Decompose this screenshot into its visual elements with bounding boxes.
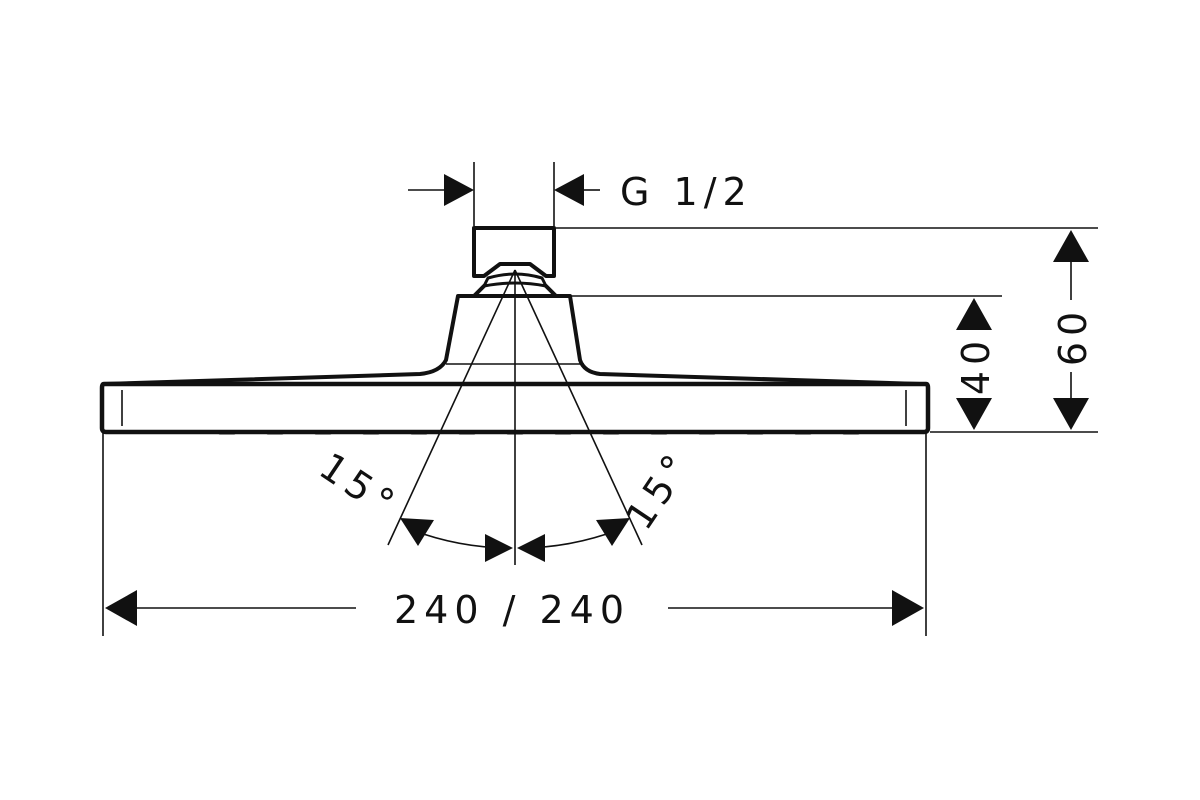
angle-left-label: 15° <box>312 444 407 528</box>
connector-nut <box>472 226 556 278</box>
shower-plate <box>99 381 931 435</box>
height-dimension-40: 40 <box>570 295 1002 430</box>
dim40-arrow-bottom <box>956 398 992 430</box>
shower-head <box>99 226 931 435</box>
angle-arrow-right-outer <box>596 518 630 546</box>
width-dimension: 240 / 240 <box>102 432 927 636</box>
height-dimension-60: 60 <box>556 227 1098 433</box>
thread-arrow-left <box>444 174 474 206</box>
thread-arrow-right <box>554 174 584 206</box>
dim40-arrow-top <box>956 298 992 330</box>
dim60-arrow-bottom <box>1053 398 1089 430</box>
thread-dimension: G 1/2 <box>408 162 753 226</box>
height-60-label: 60 <box>1051 306 1095 366</box>
width-label: 240 / 240 <box>394 588 630 632</box>
angle-arrow-right-inner <box>517 534 545 562</box>
angle-arrow-left-inner <box>485 534 513 562</box>
width-arrow-left <box>105 590 137 626</box>
width-arrow-right <box>892 590 924 626</box>
dim60-arrow-top <box>1053 230 1089 262</box>
mounting-base <box>102 294 922 386</box>
thread-label: G 1/2 <box>620 170 753 214</box>
spray-angle-lines <box>387 269 643 565</box>
angle-right-label: 15° <box>617 442 701 537</box>
angle-arrow-left-outer <box>400 518 434 546</box>
height-40-label: 40 <box>954 335 998 395</box>
